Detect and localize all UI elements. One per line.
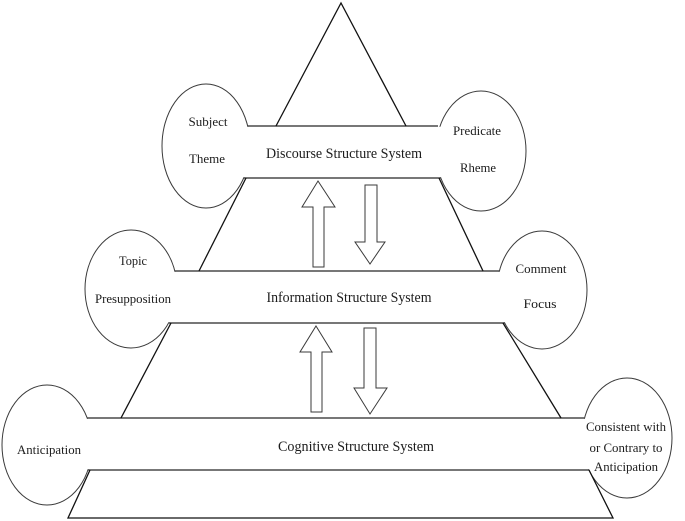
consistent-with-label: Consistent with: [586, 419, 666, 434]
topic-label: Topic: [119, 253, 147, 268]
down-arrow-icon: [353, 327, 388, 415]
pyramid-section-2-left: [198, 177, 247, 272]
pyramid-section-2-right: [438, 177, 484, 272]
pyramid-section-3-right: [502, 322, 562, 419]
information-bar: [169, 270, 505, 324]
rheme-label: Rheme: [460, 160, 496, 175]
level-2-nodes: [84, 229, 588, 350]
level-3-nodes: [1, 377, 673, 506]
anticipation-right-label: Anticipation: [594, 459, 658, 474]
predicate-label: Predicate: [453, 123, 501, 138]
cognitive-bar: [87, 417, 589, 471]
discourse-structure-label: Discourse Structure System: [266, 146, 422, 162]
pyramid-section-3-left: [120, 322, 172, 419]
theme-label: Theme: [189, 151, 225, 166]
pyramid-section-3: [120, 322, 562, 419]
pyramid-base: [66, 469, 615, 519]
cognitive-structure-label: Cognitive Structure System: [278, 439, 434, 455]
discourse-bar-fill: [236, 126, 450, 178]
subject-label: Subject: [189, 114, 228, 129]
information-bar-fill: [160, 271, 515, 323]
anticipation-label: Anticipation: [17, 442, 81, 457]
or-contrary-to-label: or Contrary to: [590, 440, 663, 455]
discourse-bar: [244, 125, 441, 179]
arrows-discourse-information: [301, 180, 386, 268]
arrows-information-cognitive: [299, 325, 388, 415]
pyramid-section-2: [198, 177, 484, 272]
information-structure-label: Information Structure System: [267, 290, 432, 306]
down-arrow-icon: [354, 184, 386, 265]
pyramid-apex-triangle: [275, 1, 407, 127]
up-arrow-icon: [299, 325, 333, 413]
cognitive-bar-fill: [78, 418, 598, 470]
up-arrow-icon: [301, 180, 336, 268]
focus-label: Focus: [524, 296, 557, 311]
level-1-nodes: [161, 83, 527, 212]
presupposition-label: Presupposition: [95, 291, 171, 306]
comment-label: Comment: [516, 261, 567, 276]
